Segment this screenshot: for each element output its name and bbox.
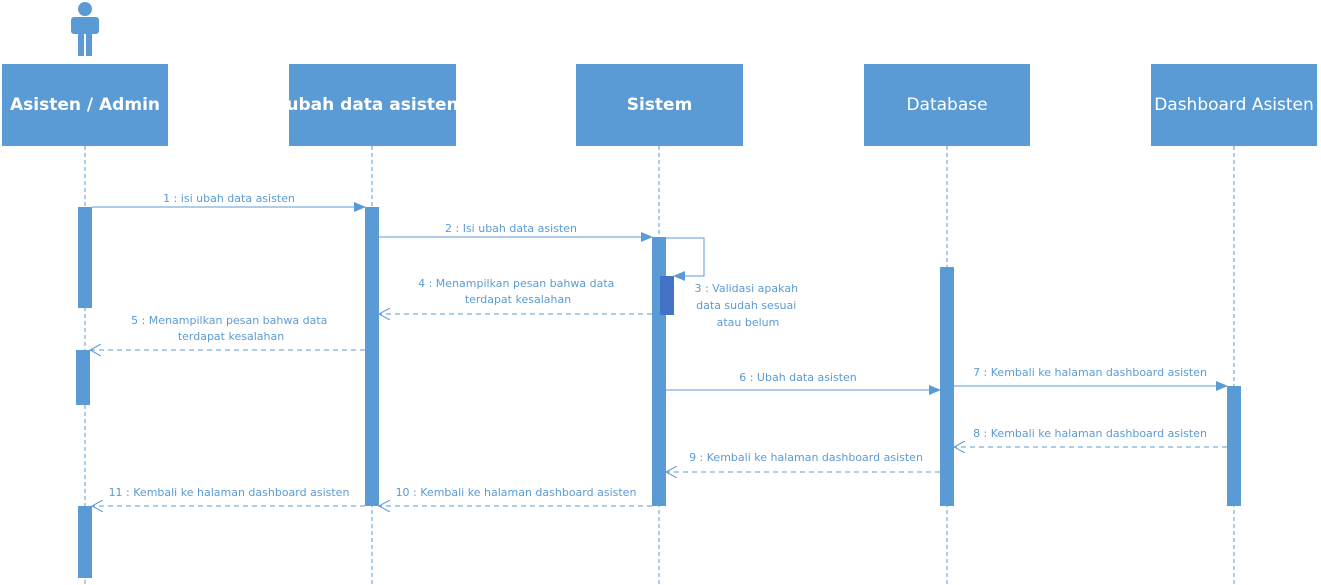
lifeline-header-database: Database: [864, 64, 1030, 146]
lifeline-header-asisten: Asisten / Admin: [2, 64, 168, 146]
lifeline-label: Database: [906, 95, 988, 115]
message-arrow-3: [666, 237, 705, 281]
message-label-2: 2 : Isi ubah data asisten: [445, 222, 577, 235]
message-label-11: 11 : Kembali ke halaman dashboard asiste…: [109, 486, 350, 499]
activation-bar: [78, 506, 92, 578]
lifeline-label: Sistem: [626, 95, 693, 115]
lifeline-header-ubah: ubah data asisten: [286, 64, 459, 146]
activation-bar: [78, 207, 92, 308]
lifeline-header-sistem: Sistem: [576, 64, 743, 146]
activation-bar: [1227, 386, 1241, 506]
activation-bar-nested: [660, 276, 674, 315]
lifeline-header-dashboard: Dashboard Asisten: [1151, 64, 1317, 146]
message-label-4: 4 : Menampilkan pesan bahwa data terdapa…: [418, 277, 618, 306]
activation-bar: [76, 350, 90, 405]
activation-bar: [940, 267, 954, 506]
message-label-9: 9 : Kembali ke halaman dashboard asisten: [689, 451, 923, 464]
lifeline-label: Asisten / Admin: [10, 95, 160, 115]
message-label-6: 6 : Ubah data asisten: [739, 371, 857, 384]
message-label-5: 5 : Menampilkan pesan bahwa data terdapa…: [131, 314, 331, 343]
lifeline-label: Dashboard Asisten: [1154, 95, 1314, 115]
message-label-3: 3 : Validasi apakah data sudah sesuai at…: [694, 282, 801, 329]
person-icon: [71, 2, 99, 56]
message-label-10: 10 : Kembali ke halaman dashboard asiste…: [396, 486, 637, 499]
message-label-7: 7 : Kembali ke halaman dashboard asisten: [973, 366, 1207, 379]
message-label-1: 1 : isi ubah data asisten: [163, 192, 295, 205]
lifeline-label: ubah data asisten: [286, 95, 459, 115]
activation-bar: [365, 207, 379, 506]
message-label-8: 8 : Kembali ke halaman dashboard asisten: [973, 427, 1207, 440]
